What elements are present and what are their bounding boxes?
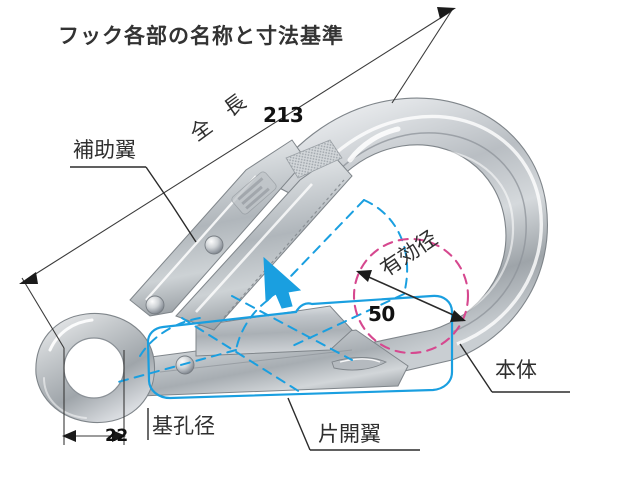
callout-label-hontai: 本体 [495, 358, 537, 382]
ring-highlight [48, 318, 94, 352]
attachment-ring [35, 312, 156, 424]
length-arrow-left [19, 272, 38, 284]
swing-cross-a [287, 293, 405, 349]
body-lower-highlight [468, 248, 501, 302]
hole-arrow-right [112, 430, 126, 442]
dimension-value-base-hole: 22 [105, 426, 128, 446]
page-title: フック各部の名称と寸法基準 [58, 24, 344, 48]
overall-length-dimension [19, 7, 456, 349]
yukoukei-circle [352, 237, 470, 355]
rivet-middle [145, 295, 165, 315]
knurled-grip [285, 139, 343, 179]
callout-leaders [70, 166, 570, 451]
rivet-upper [204, 235, 224, 255]
auxiliary-lever [129, 139, 307, 317]
swing-base-line [117, 349, 237, 383]
stamped-marking [231, 171, 277, 215]
rivets [145, 235, 224, 375]
marking-text [237, 177, 270, 210]
callout-label-kikoukei: 基孔径 [152, 414, 215, 438]
hook-illustration [35, 97, 548, 424]
swing-arc-upper [363, 199, 409, 295]
hontai-leader [459, 343, 493, 393]
swing-arc-lower-left [235, 299, 269, 351]
body-groove-line [309, 132, 527, 333]
gate-direction-arrow [263, 256, 302, 309]
gate-body [195, 305, 353, 357]
swing-arc-ring-side [139, 317, 201, 357]
effective-diameter-circle [352, 237, 470, 355]
body-nose-highlight [347, 126, 401, 163]
gate-swing-construction-lines [117, 199, 409, 393]
yukoukei-dimension-line [361, 273, 461, 319]
callout-label-hojoyoku: 補助翼 [73, 138, 136, 162]
spine-slot-highlight [339, 358, 381, 363]
blue-arrow-head [263, 256, 302, 309]
gate-arm [175, 155, 353, 331]
ring-hole [63, 337, 125, 399]
rivet-lower [175, 355, 195, 375]
gate-highlight-overlay [146, 294, 454, 400]
gate-arm-highlight [195, 183, 313, 313]
yukoukei-arrow-right [450, 310, 466, 322]
knurl-pad [285, 139, 343, 179]
gate-arm-serration [219, 179, 345, 323]
hole-arrow-left [62, 430, 76, 442]
swing-cross-c [181, 317, 301, 393]
base-hole-dimension [62, 348, 126, 445]
length-arrow-right [437, 7, 456, 19]
yukoukei-arrow-left [356, 270, 372, 282]
callout-label-kata-hiraki-yoku: 片開翼 [318, 422, 381, 446]
length-ext-left [21, 277, 65, 349]
swing-cross-b [231, 295, 353, 361]
kata-hiraki-yoku-outline [146, 294, 454, 400]
body-highlight-outer [298, 114, 543, 346]
length-dimension-line [25, 11, 451, 281]
ring-highlight-2 [43, 377, 87, 419]
dimension-value-overall-length: 213 [263, 103, 304, 127]
length-ext-right [391, 9, 453, 104]
body-highlight-inner [321, 148, 515, 322]
dimension-value-effective-diameter: 50 [368, 302, 395, 326]
katahirakiyoku-leader [287, 397, 311, 451]
hojoyoku-leader [145, 166, 197, 243]
